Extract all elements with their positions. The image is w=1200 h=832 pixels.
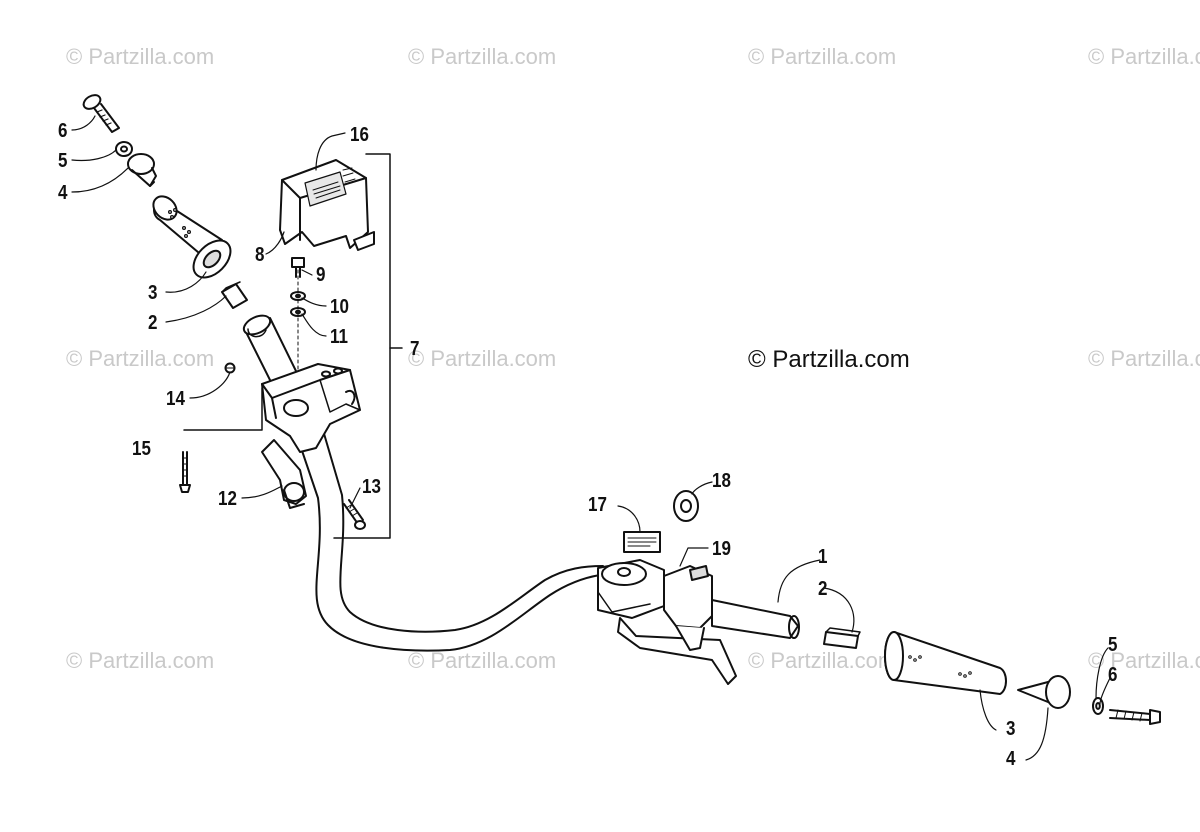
callout-13: 13 (362, 476, 381, 498)
callout-14: 14 (166, 388, 185, 410)
callout-1: 1 (818, 546, 828, 568)
bolt-6 (82, 94, 120, 133)
watermark: © Partzilla.com (1088, 648, 1200, 673)
callout-16: 16 (350, 124, 369, 146)
washer-5 (115, 141, 133, 157)
screw-13 (343, 499, 366, 530)
watermark: © Partzilla.com (408, 648, 557, 673)
callout-5: 5 (58, 150, 68, 172)
callout-15: 15 (132, 438, 151, 460)
watermark: © Partzilla.com (1088, 346, 1200, 371)
screw-15 (179, 451, 191, 493)
group-bracket-7 (183, 153, 403, 539)
throttle-lever-12 (261, 439, 307, 509)
watermark: © Partzilla.com (66, 346, 215, 371)
callout-10: 10 (330, 296, 349, 318)
watermark: © Partzilla.com (408, 44, 557, 69)
watermark: © Partzilla.com (1088, 44, 1200, 69)
left-bar-end-parts (82, 94, 248, 309)
grip-3 (152, 195, 232, 279)
washer-18 (673, 490, 699, 522)
callout-8: 8 (255, 244, 265, 266)
callout-3: 3 (148, 282, 158, 304)
watermark: © Partzilla.com (408, 346, 557, 371)
label-17 (623, 531, 661, 553)
callout-9: 9 (316, 264, 326, 286)
sleeve-2 (221, 281, 248, 309)
callout-19: 19 (712, 538, 731, 560)
callout-17: 17 (588, 494, 607, 516)
switch-housing-right (663, 565, 713, 651)
callout-5-right: 5 (1108, 634, 1118, 656)
screw-14 (224, 362, 236, 374)
callout-11: 11 (330, 326, 348, 348)
callout-18: 18 (712, 470, 731, 492)
callout-6: 6 (58, 120, 68, 142)
throttle-housing-7 (261, 363, 361, 453)
callout-4-right: 4 (1006, 748, 1016, 770)
callout-7: 7 (410, 338, 420, 360)
watermark: © Partzilla.com (66, 44, 215, 69)
watermark: © Partzilla.com (66, 648, 215, 673)
callout-12: 12 (218, 488, 237, 510)
watermark: © Partzilla.com (748, 44, 897, 69)
leader-lines (71, 115, 1111, 761)
screw-9 (291, 257, 305, 278)
bar-end-cap-4 (127, 153, 157, 187)
callout-4: 4 (58, 182, 68, 204)
callout-6-right: 6 (1108, 664, 1118, 686)
grip-3-right (884, 631, 1007, 695)
throttle-tube-1 (711, 599, 800, 639)
watermark: © Partzilla.com (748, 648, 897, 673)
callout-2: 2 (148, 312, 158, 334)
bar-end-cap-4-right (1017, 675, 1071, 709)
label-plate-16 (304, 171, 347, 207)
washer-5-right (1092, 697, 1104, 715)
bolt-6-right (1109, 709, 1161, 725)
handlebar-tube (242, 314, 604, 652)
callout-3-right: 3 (1006, 718, 1016, 740)
switch-housing-cover-8 (279, 159, 375, 251)
callout-2-right: 2 (818, 578, 828, 600)
sleeve-2-right (823, 627, 861, 649)
copyright-notice: © Partzilla.com (748, 346, 910, 373)
